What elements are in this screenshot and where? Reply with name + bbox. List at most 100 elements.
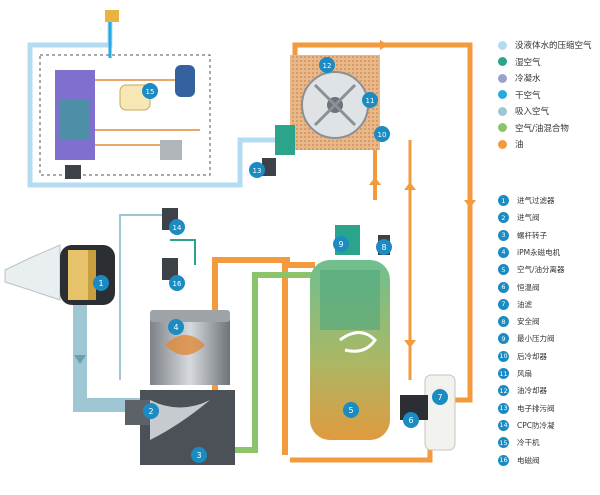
component-label: 后冷却器 (517, 351, 547, 361)
legend-label: 油 (515, 140, 524, 150)
legend-label: 没液体水的压缩空气 (515, 41, 592, 51)
cpc-line (119, 214, 170, 380)
component-label: 油滤 (517, 299, 532, 309)
legend-label: 冷凝水 (515, 74, 541, 84)
badge-16: 16 (169, 275, 185, 291)
legend-swatch (498, 57, 507, 66)
component-number: 11 (498, 368, 509, 379)
component-number: 14 (498, 419, 509, 431)
solenoid-line (170, 239, 196, 265)
component-label: 螺杆转子 (517, 230, 547, 240)
component-number: 6 (498, 281, 509, 293)
component-label: iPM永磁电机 (517, 247, 561, 257)
component-number: 7 (498, 298, 509, 310)
component-label: 风扇 (517, 369, 532, 378)
air-oil-line (230, 272, 315, 453)
fluid-legend-item: 空气/油混合物 (498, 121, 569, 135)
component-legend-item: 8 安全阀 (498, 315, 540, 328)
component-legend-item: 3 螺杆转子 (498, 229, 547, 242)
badge-7: 7 (432, 389, 448, 405)
component-legend-item: 4 iPM永磁电机 (498, 246, 560, 259)
component-number: 4 (498, 246, 509, 258)
svg-text:13: 13 (253, 167, 262, 175)
svg-text:15: 15 (146, 88, 155, 96)
component-legend-item: 14 CPC防冷凝 (498, 419, 555, 432)
badge-11: 11 (362, 92, 378, 108)
badge-15: 15 (142, 83, 158, 99)
component-legend-item: 15 冷干机 (498, 436, 540, 449)
badge-1: 1 (93, 275, 109, 291)
motor-icon (150, 310, 230, 385)
component-legend-item: 9 最小压力阀 (498, 332, 555, 345)
component-legend-item: 10 后冷却器 (498, 350, 547, 363)
component-label: 空气/油分离器 (517, 265, 565, 275)
component-number: 15 (498, 437, 509, 449)
component-label: CPC防冷凝 (517, 420, 555, 430)
aftercooler-icon (275, 125, 295, 155)
ball-valve-icon (105, 10, 119, 22)
svg-text:2: 2 (148, 407, 153, 416)
component-legend-item: 7 油滤 (498, 298, 532, 311)
svg-text:12: 12 (323, 62, 332, 70)
component-number: 3 (498, 229, 509, 241)
badge-3: 3 (191, 447, 207, 463)
component-label: 进气过滤器 (517, 196, 555, 205)
component-number: 10 (498, 350, 509, 362)
badge-14: 14 (169, 219, 185, 235)
svg-text:5: 5 (348, 406, 353, 415)
drain-valve-icon (262, 158, 276, 176)
component-number: 8 (498, 316, 509, 328)
component-number: 1 (498, 195, 509, 206)
badge-12: 12 (319, 57, 335, 73)
component-label: 安全阀 (517, 317, 540, 327)
intake-air-duct (73, 300, 150, 412)
dryer-drain-icon (65, 165, 81, 179)
arrow-down-icon (464, 200, 476, 208)
svg-text:1: 1 (98, 279, 103, 288)
component-label: 冷干机 (517, 438, 540, 448)
component-label: 电子排污阀 (517, 403, 555, 413)
component-label: 最小压力阀 (517, 334, 555, 344)
component-legend-item: 13 电子排污阀 (498, 402, 555, 415)
component-number: 13 (498, 402, 509, 414)
svg-text:9: 9 (338, 240, 343, 249)
oil-line-left (282, 262, 315, 455)
legend-swatch (498, 73, 507, 83)
fluid-legend-item: 吸入空气 (498, 104, 549, 118)
badge-9: 9 (333, 236, 349, 252)
component-label: 进气阀 (517, 213, 540, 223)
badge-5: 5 (343, 402, 359, 418)
component-number: 16 (498, 454, 509, 466)
badge-4: 4 (168, 319, 184, 335)
component-number: 9 (498, 333, 509, 345)
svg-text:11: 11 (366, 97, 375, 105)
badge-13: 13 (249, 162, 265, 178)
arrow-right-icon (380, 40, 388, 50)
dryer-icon (55, 65, 200, 160)
svg-text:7: 7 (437, 393, 442, 402)
svg-text:3: 3 (196, 451, 201, 460)
component-legend-item: 11 风扇 (498, 367, 532, 380)
badge-10: 10 (374, 126, 390, 142)
fluid-legend-item: 油 (498, 137, 524, 151)
svg-text:16: 16 (173, 280, 182, 288)
legend-swatch (498, 139, 507, 149)
svg-text:8: 8 (381, 243, 386, 252)
component-legend-item: 1 进气过滤器 (498, 194, 555, 207)
legend-label: 空气/油混合物 (515, 123, 569, 134)
oil-line-bottom (290, 440, 433, 463)
badge-8: 8 (376, 239, 392, 255)
svg-text:10: 10 (378, 131, 387, 139)
component-label: 油冷却器 (517, 386, 547, 396)
filter-icon (4, 244, 115, 305)
badge-2: 2 (143, 403, 159, 419)
svg-text:14: 14 (173, 224, 182, 232)
dryer-boundary (39, 54, 211, 176)
fluid-legend-item: 湿空气 (498, 55, 541, 69)
